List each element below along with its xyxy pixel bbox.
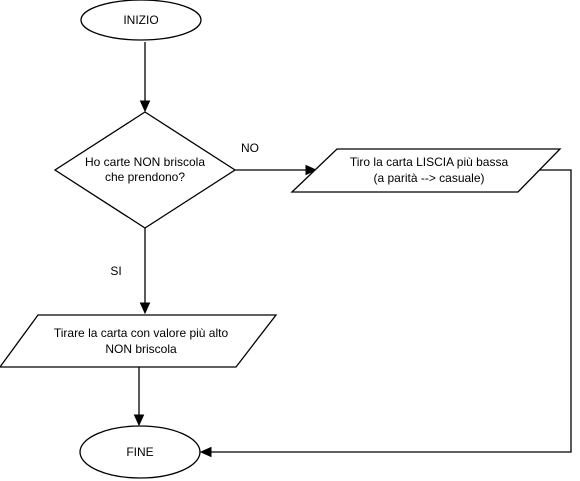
arrowhead-yes-to-end <box>133 414 145 427</box>
arrowhead-decision-no <box>305 164 318 176</box>
no-branch-parallelogram <box>290 148 562 193</box>
end-terminator <box>79 425 201 479</box>
start-label: INIZIO <box>123 13 158 27</box>
arrowhead-start-to-decision <box>139 100 151 113</box>
yes-branch-label-line1: Tirare la carta con valore più alto <box>54 326 229 340</box>
edge-no-to-end <box>211 169 572 453</box>
start-terminator <box>80 0 202 41</box>
decision-label-line2: che prendono? <box>105 170 185 184</box>
yes-branch-label-line2: NON briscola <box>105 342 177 356</box>
arrowhead-decision-yes <box>139 302 151 315</box>
arrowhead-no-to-end <box>199 446 212 458</box>
decision-label-line1: Ho carte NON briscola <box>85 155 205 169</box>
yes-branch-parallelogram <box>0 314 278 368</box>
edge-no-label: NO <box>241 141 259 155</box>
edge-yes-label: SI <box>110 264 121 278</box>
no-branch-label-line2: (a parità --> casuale) <box>373 171 484 185</box>
no-branch-label-line1: Tiro la carta LISCIA più bassa <box>350 155 509 169</box>
end-label: FINE <box>126 445 153 459</box>
decision-diamond <box>53 111 237 229</box>
